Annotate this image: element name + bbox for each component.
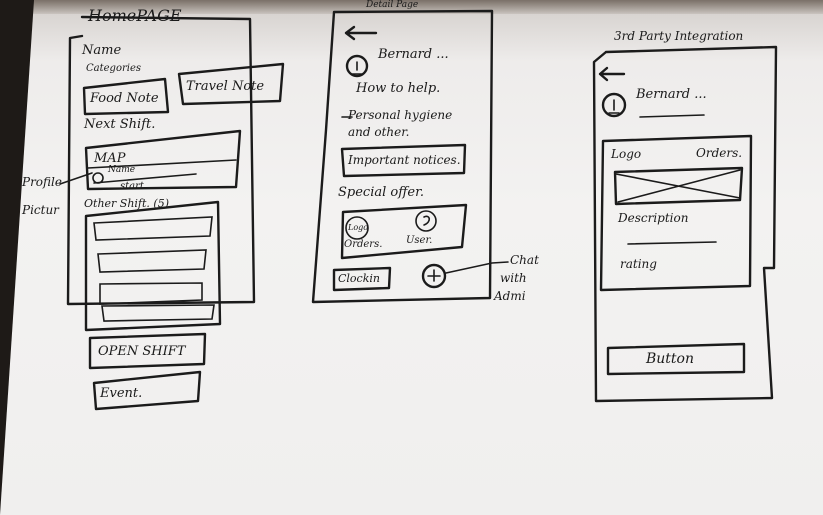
travel-note-box — [177, 62, 285, 106]
next-shift-label: Next Shift. — [84, 117, 156, 132]
open-shift-button[interactable]: OPEN SHIFT — [98, 344, 186, 359]
detail-wireframe — [311, 9, 509, 304]
open-shift-box — [88, 332, 207, 370]
chat-annotation-admin: Admi — [494, 289, 526, 303]
map-start: start — [120, 181, 144, 192]
chat-icon — [421, 263, 447, 289]
detail-frame — [311, 9, 494, 304]
chat-pointer — [445, 261, 509, 274]
logo-badge-label: Logo — [348, 223, 369, 232]
chat-annotation-line2: with — [500, 271, 527, 285]
profile-annotation: Profile — [22, 175, 62, 189]
integration-back-arrow-icon — [598, 66, 626, 82]
detail-user-name: Bernard ... — [378, 47, 449, 62]
users-label: User. — [406, 235, 433, 246]
detail-avatar-icon — [345, 54, 369, 78]
integration-button[interactable]: Button — [646, 351, 695, 367]
logo-badge-icon — [345, 216, 369, 240]
event-box — [92, 370, 202, 411]
clockin-button[interactable]: Clockin — [338, 272, 380, 285]
food-note-button[interactable]: Food Note — [90, 91, 159, 106]
clockin-box — [332, 266, 392, 292]
homepage-title: HomePAGE — [88, 6, 182, 25]
travel-note-button[interactable]: Travel Note — [186, 79, 265, 94]
description-label: Description — [618, 211, 689, 225]
shift-item-1 — [93, 216, 213, 241]
other-shifts-label: Other Shift. (5) — [84, 197, 169, 210]
other-shifts-box — [84, 200, 222, 332]
shift-item-2 — [97, 249, 207, 273]
homepage-frame — [66, 15, 256, 306]
map-start-line — [93, 173, 197, 184]
integration-title: 3rd Party Integration — [614, 29, 744, 43]
notices-box — [340, 143, 467, 178]
special-offer-box — [340, 203, 468, 260]
integration-avatar-icon — [601, 92, 627, 118]
homepage-wireframe — [59, 15, 285, 411]
integration-logo-label: Logo — [611, 147, 642, 161]
category-label: Categories — [86, 63, 141, 74]
chat-annotation: Chat — [510, 253, 539, 267]
rating-label: rating — [620, 257, 657, 271]
hygiene-line2: and other. — [348, 125, 410, 139]
map-label: MAP — [94, 151, 126, 166]
name-label: Name — [82, 43, 122, 58]
food-note-box — [82, 77, 170, 116]
shift-item-4 — [101, 304, 215, 322]
detail-title: Detail Page — [366, 0, 419, 10]
back-arrow-icon — [344, 25, 378, 41]
how-to-help: How to help. — [356, 81, 441, 96]
image-placeholder — [613, 166, 744, 206]
profile-annotation-line2: Pictur — [22, 203, 59, 217]
integration-wireframe — [592, 45, 778, 403]
users-badge-icon — [415, 210, 437, 232]
integration-user-name: Bernard ... — [636, 87, 707, 102]
button-box — [606, 342, 746, 376]
paper-top-shadow — [0, 0, 823, 14]
shift-item-3 — [99, 282, 203, 305]
event-button[interactable]: Event. — [100, 386, 143, 401]
hygiene-line1: Personal hygiene — [348, 108, 453, 122]
map-avatar-icon — [92, 172, 104, 184]
integration-frame — [592, 45, 778, 403]
integration-orders-label: Orders. — [696, 146, 743, 160]
special-offer-label: Special offer. — [338, 185, 425, 200]
profile-pointer — [59, 172, 93, 185]
integration-card — [599, 134, 753, 292]
table-edge — [0, 0, 34, 515]
description-underline — [627, 241, 717, 245]
orders-label: Orders. — [344, 239, 383, 250]
map-name: Name — [108, 165, 136, 175]
notices-button[interactable]: Important notices. — [348, 153, 461, 167]
